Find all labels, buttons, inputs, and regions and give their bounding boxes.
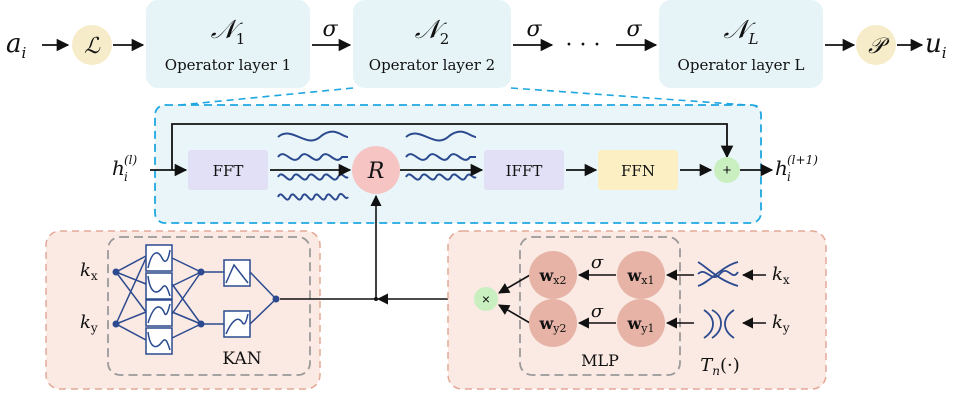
kan-spline-curves (147, 249, 249, 351)
zoom-line-left (169, 87, 354, 107)
layer-detail: h (l) i FFT R IFFT (112, 87, 818, 224)
r-circle (352, 146, 400, 194)
fourier-waves-right (405, 130, 477, 181)
layer-input-sub: i (124, 170, 128, 184)
mlp-input-kx: kx (772, 264, 790, 287)
lift-symbol: ℒ (84, 34, 101, 59)
kan-inner-box (107, 236, 311, 376)
mlp-sigma-bottom: σ (591, 301, 604, 322)
ellipsis: · · · (566, 33, 601, 58)
arrow-wx2-to-mult (498, 274, 531, 294)
operator-layer-1-caption: Operator layer 1 (165, 56, 291, 74)
operator-layer-1-symbol: 𝒩1 (211, 15, 245, 48)
chebyshev-basis-curves (697, 261, 739, 339)
activation-sigma-2: σ (526, 17, 542, 42)
operator-layer-1: 𝒩1 Operator layer 1 (146, 0, 310, 88)
activation-sigma-3: σ (626, 17, 642, 42)
node-wy2-label: wy2 (539, 314, 567, 335)
zoom-line-right (510, 87, 761, 107)
kan-outer-box (45, 230, 321, 390)
fft-label: FFT (213, 162, 244, 180)
ifft-box (484, 150, 564, 190)
kan-input-ky: ky (80, 312, 98, 335)
layer-output-sub: i (787, 170, 791, 184)
mlp-label: MLP (581, 351, 619, 370)
projection-circle (856, 25, 896, 65)
ffn-box (598, 150, 678, 190)
mlp-input-ky: ky (772, 312, 790, 335)
activation-sigma-1: σ (322, 17, 338, 42)
kan-network (115, 255, 277, 341)
node-wx1 (617, 251, 665, 299)
mlp-sigma-top: σ (591, 252, 604, 273)
multiply-label: × (482, 291, 490, 307)
layer-input-sup: (l) (124, 153, 138, 167)
layer-input-h: h (112, 156, 125, 180)
kan-nodes (112, 268, 280, 328)
multiply-circle (474, 287, 498, 311)
operator-layer-2-caption: Operator layer 2 (369, 56, 495, 74)
fft-box (188, 150, 268, 190)
plus-circle (714, 157, 740, 183)
node-wy1 (617, 299, 665, 347)
output-u: ui (925, 29, 947, 62)
node-wx1-label: wx1 (627, 266, 655, 287)
layer-output-sup: (l+1) (787, 153, 818, 167)
skip-connection (171, 123, 734, 170)
plus-label: + (723, 162, 732, 179)
layer-output-h: h (775, 156, 788, 180)
junction-dot (374, 297, 378, 301)
operator-layer-L: 𝒩L Operator layer L (659, 0, 823, 88)
kan-spline-boxes (145, 244, 251, 355)
node-wx2 (529, 251, 577, 299)
kan-block: kx ky (45, 230, 321, 390)
basis-label: Tn(·) (700, 355, 740, 378)
r-label: R (367, 159, 385, 184)
operator-layer-L-caption: Operator layer L (678, 56, 805, 74)
mlp-block: × wx2 wx1 wy2 wy1 σ σ k (447, 230, 827, 390)
ffn-label: FFN (621, 162, 655, 180)
operator-layer-2: 𝒩2 Operator layer 2 (353, 0, 511, 88)
ifft-label: IFFT (506, 162, 543, 180)
node-wy1-label: wy1 (627, 314, 655, 335)
lift-circle (72, 25, 112, 65)
arrow-wy2-to-mult (498, 304, 531, 324)
node-wx2-label: wx2 (539, 266, 567, 287)
kan-label: KAN (222, 349, 261, 369)
node-wy2 (529, 299, 577, 347)
mlp-inner-box (519, 236, 681, 376)
kan-input-kx: kx (80, 260, 98, 283)
input-a: ai (6, 29, 27, 62)
top-row: ai ℒ 𝒩1 Operator layer 1 σ 𝒩2 Operator l… (6, 0, 947, 88)
